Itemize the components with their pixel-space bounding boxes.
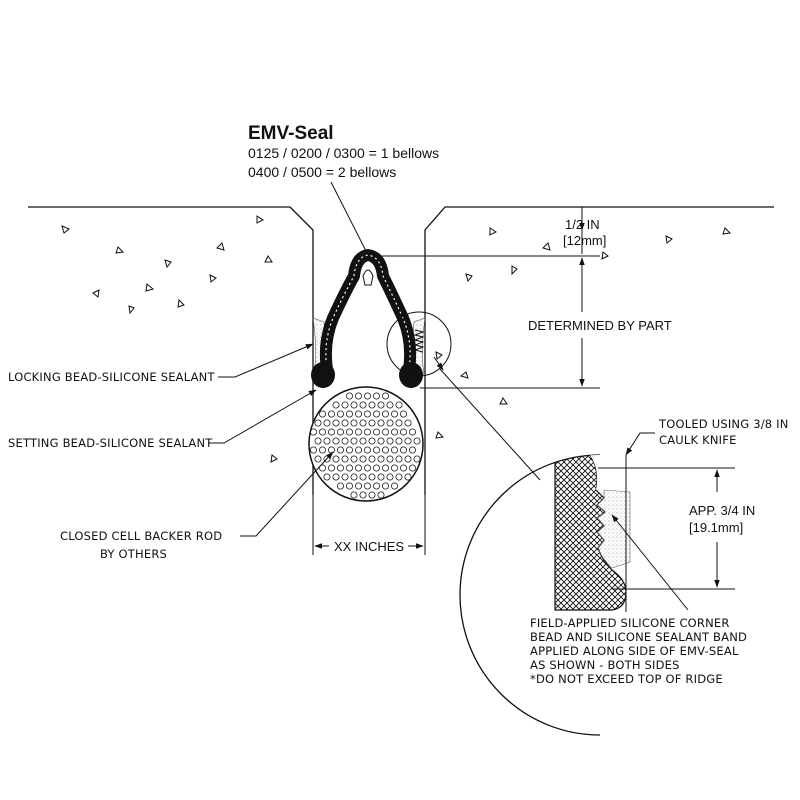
detail-sealant-band [596, 489, 631, 569]
offset-label-2: [12mm] [563, 233, 606, 248]
field-note-line-4: AS SHOWN - BOTH SIDES [530, 658, 680, 672]
tooled-label-1: TOOLED USING 3/8 IN [658, 417, 789, 431]
field-applied-note: FIELD-APPLIED SILICONE CORNER BEAD AND S… [530, 616, 747, 686]
setting-bead-label: SETTING BEAD-SILICONE SEALANT [8, 436, 213, 450]
left-slab-edge [28, 206, 314, 495]
backer-rod-cells [309, 392, 421, 499]
seal-depth-label: DETERMINED BY PART [528, 318, 672, 333]
aggregate-marks [61, 215, 732, 463]
dimension-joint-width: XX INCHES [312, 495, 426, 555]
tooled-label-2: CAULK KNIFE [659, 433, 737, 447]
backer-rod-label-2: BY OTHERS [100, 547, 167, 561]
locking-bead-label: LOCKING BEAD-SILICONE SEALANT [8, 370, 215, 384]
right-slab-edge [424, 206, 774, 495]
detail-arc [459, 454, 601, 736]
enlarged-detail: TOOLED USING 3/8 IN CAULK KNIFE APP. 3/4… [459, 417, 789, 736]
title-leader [330, 181, 369, 256]
field-note-line-2: BEAD AND SILICONE SEALANT BAND [530, 630, 747, 644]
title-block: EMV-Seal 0125 / 0200 / 0300 = 1 bellows … [248, 123, 439, 180]
title: EMV-Seal [248, 123, 334, 144]
callout-backer-rod: CLOSED CELL BACKER ROD BY OTHERS [60, 451, 334, 561]
emv-seal [311, 249, 423, 388]
detail-seal-section [554, 455, 627, 611]
backer-rod [308, 386, 424, 502]
backer-rod-label-1: CLOSED CELL BACKER ROD [60, 529, 222, 543]
subtitle-line-2: 0400 / 0500 = 2 bellows [248, 164, 396, 180]
detail-bubble [386, 311, 541, 481]
dimension-seal-depth: DETERMINED BY PART [420, 257, 672, 389]
callout-setting-bead: SETTING BEAD-SILICONE SEALANT [8, 389, 317, 450]
offset-label-1: 1/2 IN [565, 217, 600, 232]
callout-locking-bead: LOCKING BEAD-SILICONE SEALANT [8, 343, 314, 384]
left-locking-bead [311, 362, 335, 388]
right-sealant-teeth [413, 329, 425, 353]
field-note-line-5: *DO NOT EXCEED TOP OF RIDGE [530, 672, 723, 686]
concrete-slab [28, 206, 774, 495]
band-height-label-2: [19.1mm] [689, 520, 743, 535]
joint-width-label: XX INCHES [334, 539, 404, 554]
band-height-label-1: APP. 3/4 IN [689, 503, 755, 518]
dimension-top-offset: 1/2 IN [12mm] [377, 207, 606, 257]
subtitle-line-1: 0125 / 0200 / 0300 = 1 bellows [248, 145, 439, 161]
field-note-line-3: APPLIED ALONG SIDE OF EMV-SEAL [530, 644, 739, 658]
field-note-line-1: FIELD-APPLIED SILICONE CORNER [530, 616, 730, 630]
